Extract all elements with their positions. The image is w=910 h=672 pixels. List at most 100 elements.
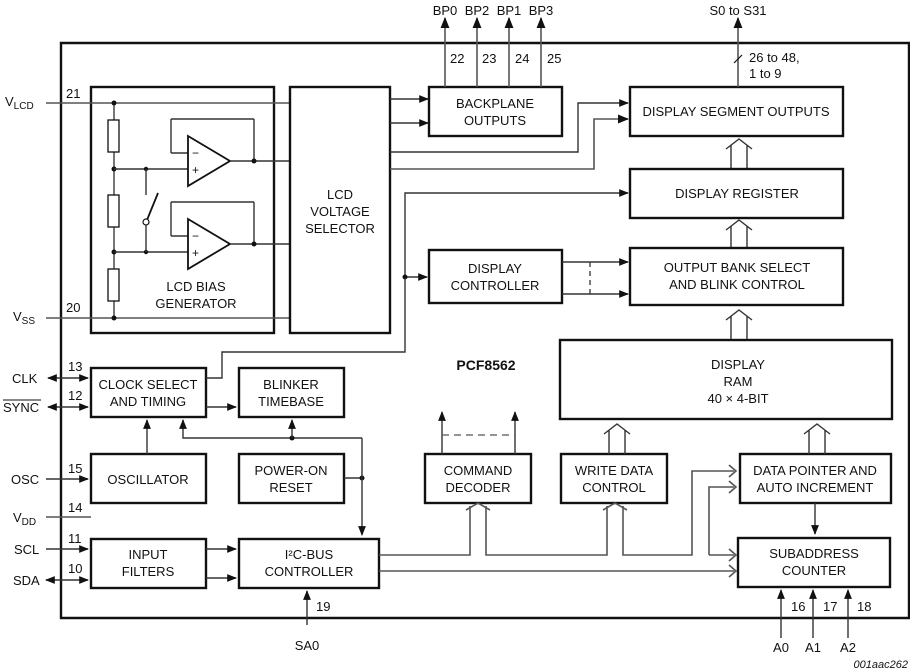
svg-text:25: 25 — [547, 51, 561, 66]
svg-text:20: 20 — [66, 300, 80, 315]
block-label: DISPLAY — [711, 357, 765, 372]
block-label: OSCILLATOR — [107, 472, 188, 487]
pin-a0: A0 — [773, 640, 789, 655]
block-label: DATA POINTER AND — [753, 463, 877, 478]
block-label: CONTROLLER — [265, 564, 354, 579]
block-label: WRITE DATA — [575, 463, 654, 478]
resistor-icon — [107, 194, 120, 228]
bottom-pins: 19 SA0 16 17 18 A0 A1 A2 — [295, 589, 871, 655]
block-label: POWER-ON — [255, 463, 328, 478]
block-label: GENERATOR — [155, 296, 236, 311]
bus-arrow-icon — [803, 423, 831, 454]
left-pins: VLCD 21 VSS 20 CLK 13 SYNC 12 OSC 15 VDD… — [3, 86, 91, 588]
svg-text:14: 14 — [68, 500, 82, 515]
oscillator-block — [89, 452, 208, 505]
blinker-timebase-block — [237, 366, 346, 419]
switch-icon — [146, 192, 159, 221]
block-label: DECODER — [445, 480, 510, 495]
svg-text:−: − — [192, 229, 199, 243]
svg-text:17: 17 — [823, 599, 837, 614]
opamp-lower-icon: − + — [170, 201, 290, 271]
svg-text:1 to 9: 1 to 9 — [749, 66, 782, 81]
block-label: CONTROL — [582, 480, 646, 495]
i2c-bus-controller-block — [237, 537, 381, 590]
block-label: SELECTOR — [305, 221, 375, 236]
segment-pins: S0 to S31 26 to 48, 1 to 9 — [709, 3, 800, 87]
lcd-voltage-selector-block — [288, 85, 392, 335]
backplane-outputs-block — [427, 85, 564, 138]
block-label: AND BLINK CONTROL — [669, 277, 805, 292]
svg-text:16: 16 — [791, 599, 805, 614]
pin-sa0: SA0 — [295, 638, 320, 653]
svg-text:−: − — [192, 146, 199, 160]
block-label: CLOCK SELECT — [99, 377, 198, 392]
block-label: LCD BIAS — [166, 279, 226, 294]
pin-scl: SCL — [14, 542, 39, 557]
pin-vdd: VDD — [13, 510, 36, 528]
block-label: OUTPUTS — [464, 113, 526, 128]
pin-bp1: BP1 — [497, 3, 522, 18]
block-label: TIMEBASE — [258, 394, 324, 409]
pin-sync: SYNC — [3, 400, 39, 415]
pin-segments: S0 to S31 — [709, 3, 766, 18]
svg-text:13: 13 — [68, 359, 82, 374]
bus-arrow-icon — [603, 423, 631, 454]
svg-text:22: 22 — [450, 51, 464, 66]
power-on-reset-block — [237, 452, 346, 505]
resistor-icon — [107, 268, 120, 302]
svg-text:26 to 48,: 26 to 48, — [749, 50, 800, 65]
svg-text:15: 15 — [68, 461, 82, 476]
display-ram-block — [558, 338, 894, 421]
block-label: FILTERS — [122, 564, 175, 579]
block-label: AND TIMING — [110, 394, 186, 409]
svg-text:24: 24 — [515, 51, 529, 66]
write-data-control-block — [559, 452, 669, 505]
pin-osc: OSC — [11, 472, 39, 487]
block-label: BACKPLANE — [456, 96, 534, 111]
svg-text:10: 10 — [68, 561, 82, 576]
resistor-icon — [107, 119, 120, 153]
block-label: DISPLAY REGISTER — [675, 186, 799, 201]
block-label: OUTPUT BANK SELECT — [664, 260, 810, 275]
block-label: DISPLAY SEGMENT OUTPUTS — [642, 104, 829, 119]
block-label: DISPLAY — [468, 261, 522, 276]
subaddress-counter-block — [736, 536, 892, 589]
block-label: INPUT — [129, 547, 168, 562]
block-label: LCD — [327, 187, 353, 202]
pin-vlcd: VLCD — [5, 94, 34, 112]
output-bank-select-block — [628, 246, 845, 307]
pin-vss: VSS — [13, 309, 35, 327]
pin-a2: A2 — [840, 640, 856, 655]
block-label: VOLTAGE — [310, 204, 370, 219]
figure-reference: 001aac262 — [854, 659, 908, 671]
chip-title: PCF8562 — [456, 357, 515, 373]
chip-outline — [59, 41, 910, 620]
block-label: 40 × 4-BIT — [707, 391, 768, 406]
clock-select-block — [89, 366, 208, 419]
pin-sda: SDA — [13, 573, 40, 588]
svg-text:11: 11 — [68, 531, 82, 546]
svg-text:21: 21 — [66, 86, 80, 101]
pin-a1: A1 — [805, 640, 821, 655]
display-register-block — [628, 167, 845, 220]
pin-bp3: BP3 — [529, 3, 554, 18]
block-label: SUBADDRESS — [769, 546, 859, 561]
svg-text:19: 19 — [316, 599, 330, 614]
pin-bp2: BP2 — [465, 3, 490, 18]
svg-text:18: 18 — [857, 599, 871, 614]
block-label: RESET — [269, 480, 312, 495]
command-decoder-block — [423, 452, 533, 505]
block-label: RAM — [724, 374, 753, 389]
pin-clk: CLK — [12, 371, 38, 386]
lcd-bias-generator-block — [89, 85, 276, 335]
svg-text:+: + — [192, 163, 199, 177]
opamp-upper-icon: − + — [170, 118, 290, 188]
input-filters-block — [89, 537, 208, 590]
data-pointer-block — [738, 452, 893, 505]
pin-bp0: BP0 — [433, 3, 458, 18]
display-segment-outputs-block — [628, 85, 845, 138]
block-label: COUNTER — [782, 563, 846, 578]
backplane-pins: BP0 BP2 BP1 BP3 22 23 24 25 — [433, 3, 561, 87]
block-label: I²C-BUS — [285, 547, 334, 562]
